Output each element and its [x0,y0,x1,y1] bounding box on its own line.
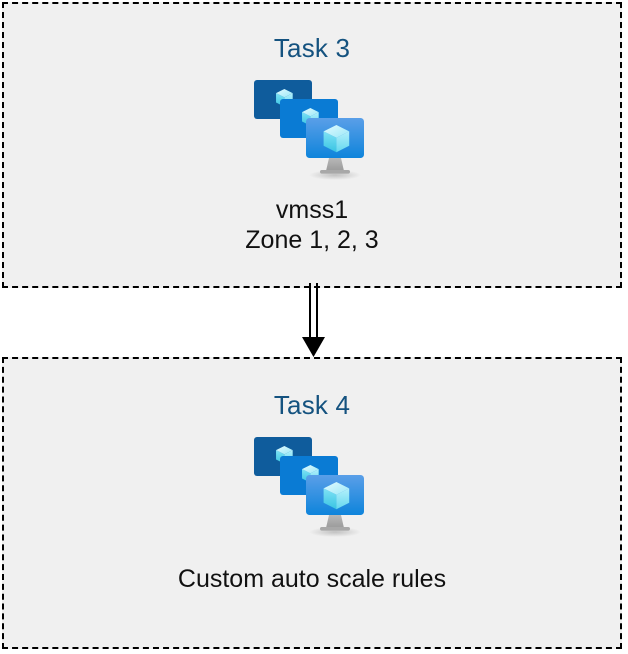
node-label-secondary: Zone 1, 2, 3 [245,226,379,255]
task-box-task4-labels: Custom auto scale rules [178,564,446,595]
node-label-primary: Custom auto scale rules [177,564,447,593]
node-label-primary: vmss1 [275,195,349,224]
down-arrow-connector [296,283,332,361]
azure-vm-scale-set-icon [246,77,378,181]
task-box-task3-title: Task 3 [273,33,351,63]
task-box-task4-content: Task 4 [4,359,620,647]
task-box-task3-labels: vmss1 Zone 1, 2, 3 [245,195,378,256]
task-box-task4[interactable]: Task 4 [2,357,622,649]
task-box-task3[interactable]: Task 3 [2,2,622,288]
task-box-task3-content: Task 3 [4,4,620,286]
azure-vm-scale-set-icon [246,434,378,538]
task-box-task4-title: Task 4 [273,390,351,420]
